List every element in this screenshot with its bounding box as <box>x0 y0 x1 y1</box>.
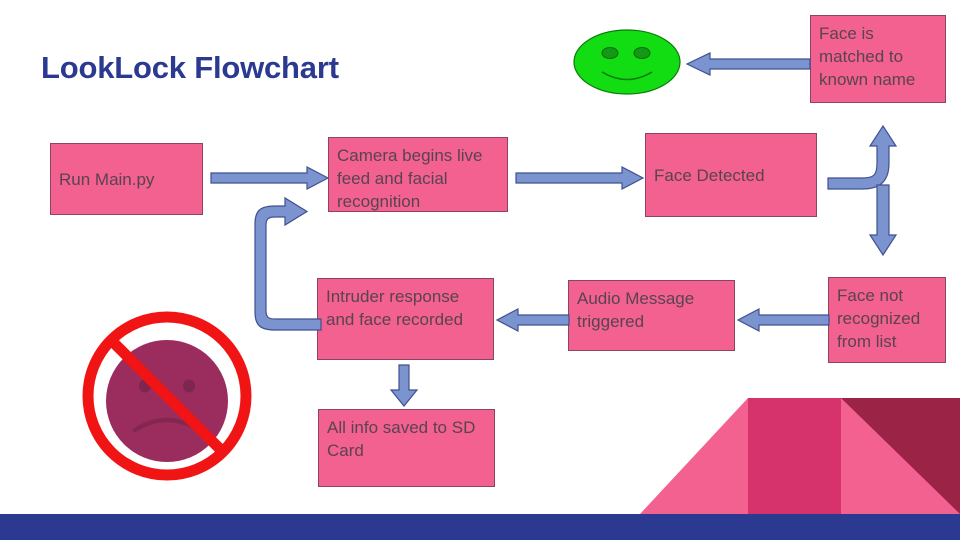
page-title: LookLock Flowchart <box>41 50 339 85</box>
node-camera[interactable]: Camera begins live feed and facial recog… <box>328 137 508 212</box>
node-intruder-response[interactable]: Intruder response and face recorded <box>317 278 494 360</box>
node-audio-message-label: Audio Message triggered <box>577 289 695 331</box>
arrow-not-recognized-to-audio <box>736 308 830 332</box>
node-face-matched-label: Face is matched to known name <box>819 24 916 89</box>
bottom-accent-bar <box>0 514 960 540</box>
arrow-branch-split <box>827 123 900 258</box>
node-intruder-response-label: Intruder response and face recorded <box>326 287 464 329</box>
arrow-audio-to-intruder <box>495 308 570 332</box>
node-face-detected[interactable]: Face Detected <box>645 133 817 217</box>
arrow-intruder-to-saved <box>389 364 419 407</box>
node-face-detected-label: Face Detected <box>654 165 765 185</box>
prohibited-sad-face-icon <box>77 306 257 486</box>
node-face-not-recognized-label: Face not recognized from list <box>837 286 921 351</box>
arrow-matched-to-happy-face <box>685 52 811 76</box>
smiley-happy-face-icon <box>573 29 681 95</box>
arrow-camera-to-face-detected <box>515 166 645 190</box>
node-audio-message[interactable]: Audio Message triggered <box>568 280 735 351</box>
node-run-main[interactable]: Run Main.py <box>50 143 203 215</box>
node-face-not-recognized[interactable]: Face not recognized from list <box>828 277 946 363</box>
node-camera-label: Camera begins live feed and facial recog… <box>337 146 483 211</box>
arrow-run-main-to-camera <box>210 166 330 190</box>
node-run-main-label: Run Main.py <box>59 169 155 189</box>
node-saved-sd[interactable]: All info saved to SD Card <box>318 409 495 487</box>
node-face-matched[interactable]: Face is matched to known name <box>810 15 946 103</box>
node-saved-sd-label: All info saved to SD Card <box>327 418 476 460</box>
arrow-feedback-loop-to-camera <box>245 186 325 338</box>
corner-decoration <box>640 398 960 514</box>
